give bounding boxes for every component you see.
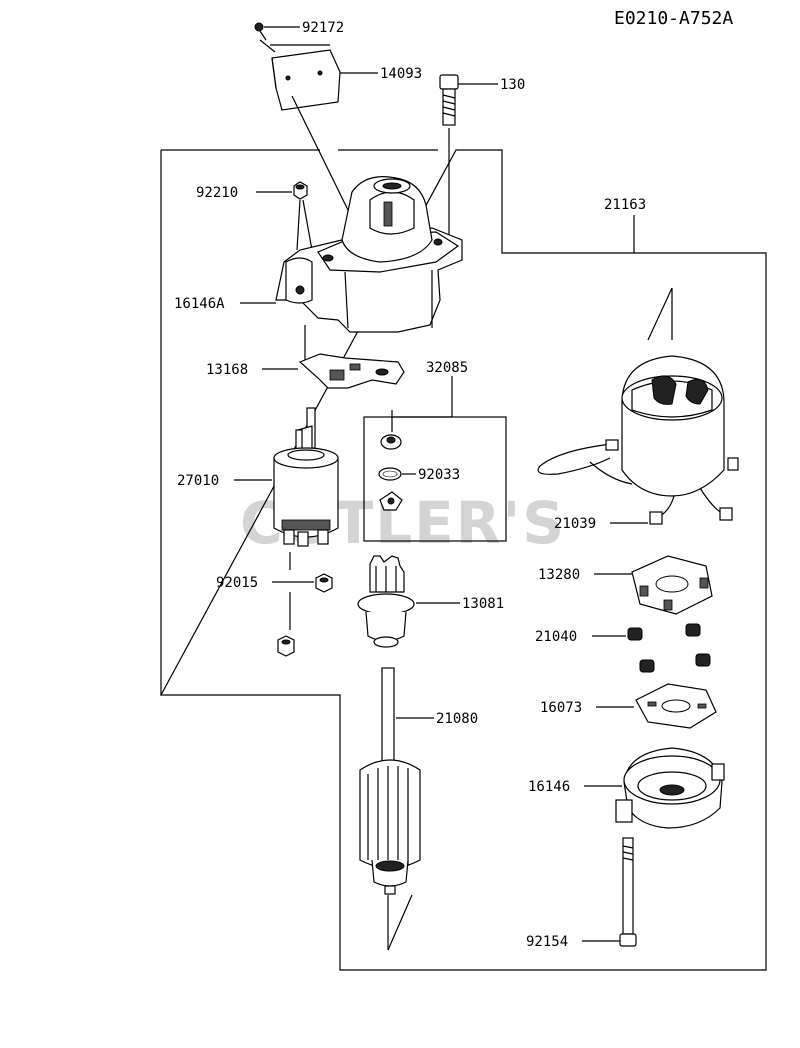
housing-16146A[interactable] (240, 176, 463, 360)
label-32085: 32085 (426, 360, 468, 376)
label-92033: 92033 (418, 467, 460, 483)
label-13081: 13081 (462, 596, 504, 612)
brush-holder-13280[interactable] (594, 555, 713, 615)
plate-14093[interactable] (259, 39, 378, 211)
cap-32085[interactable] (380, 434, 402, 450)
armature-21080[interactable] (359, 667, 434, 951)
spring-21040-b[interactable] (685, 623, 701, 637)
screw-92172[interactable] (254, 22, 300, 41)
nut-92015-a[interactable] (315, 573, 333, 593)
lever-13168[interactable] (262, 353, 405, 389)
spring-21040-d[interactable] (695, 653, 711, 667)
bolt-130[interactable] (439, 74, 498, 240)
label-92015: 92015 (216, 575, 258, 591)
label-130: 130 (500, 77, 525, 93)
solenoid-27010[interactable] (234, 407, 339, 547)
label-92154: 92154 (526, 934, 568, 950)
clip-32085[interactable] (379, 491, 403, 511)
label-13280: 13280 (538, 567, 580, 583)
nut-92015-b[interactable] (277, 635, 295, 657)
label-92210: 92210 (196, 185, 238, 201)
label-21080: 21080 (436, 711, 478, 727)
label-27010: 27010 (177, 473, 219, 489)
pinion-13081[interactable] (357, 555, 460, 648)
label-21039: 21039 (554, 516, 596, 532)
label-13168: 13168 (206, 362, 248, 378)
diagram-code: E0210-A752A (614, 8, 733, 29)
label-16146A: 16146A (174, 296, 225, 312)
kit-box-32085[interactable] (363, 376, 507, 542)
label-16073: 16073 (540, 700, 582, 716)
through-bolt-92154[interactable] (582, 837, 637, 947)
yoke-21163[interactable] (537, 215, 739, 525)
nut-92210[interactable] (256, 181, 313, 251)
ring-92033[interactable] (378, 467, 416, 481)
label-14093: 14093 (380, 66, 422, 82)
label-16146: 16146 (528, 779, 570, 795)
label-21163: 21163 (604, 197, 646, 213)
end-cover-16146[interactable] (584, 747, 725, 829)
spring-21040-c[interactable] (639, 659, 655, 673)
label-21040: 21040 (535, 629, 577, 645)
label-92172: 92172 (302, 20, 344, 36)
assembly-outline (159, 149, 767, 971)
spring-21040-a[interactable] (627, 627, 643, 641)
plate-16073[interactable] (596, 683, 717, 729)
